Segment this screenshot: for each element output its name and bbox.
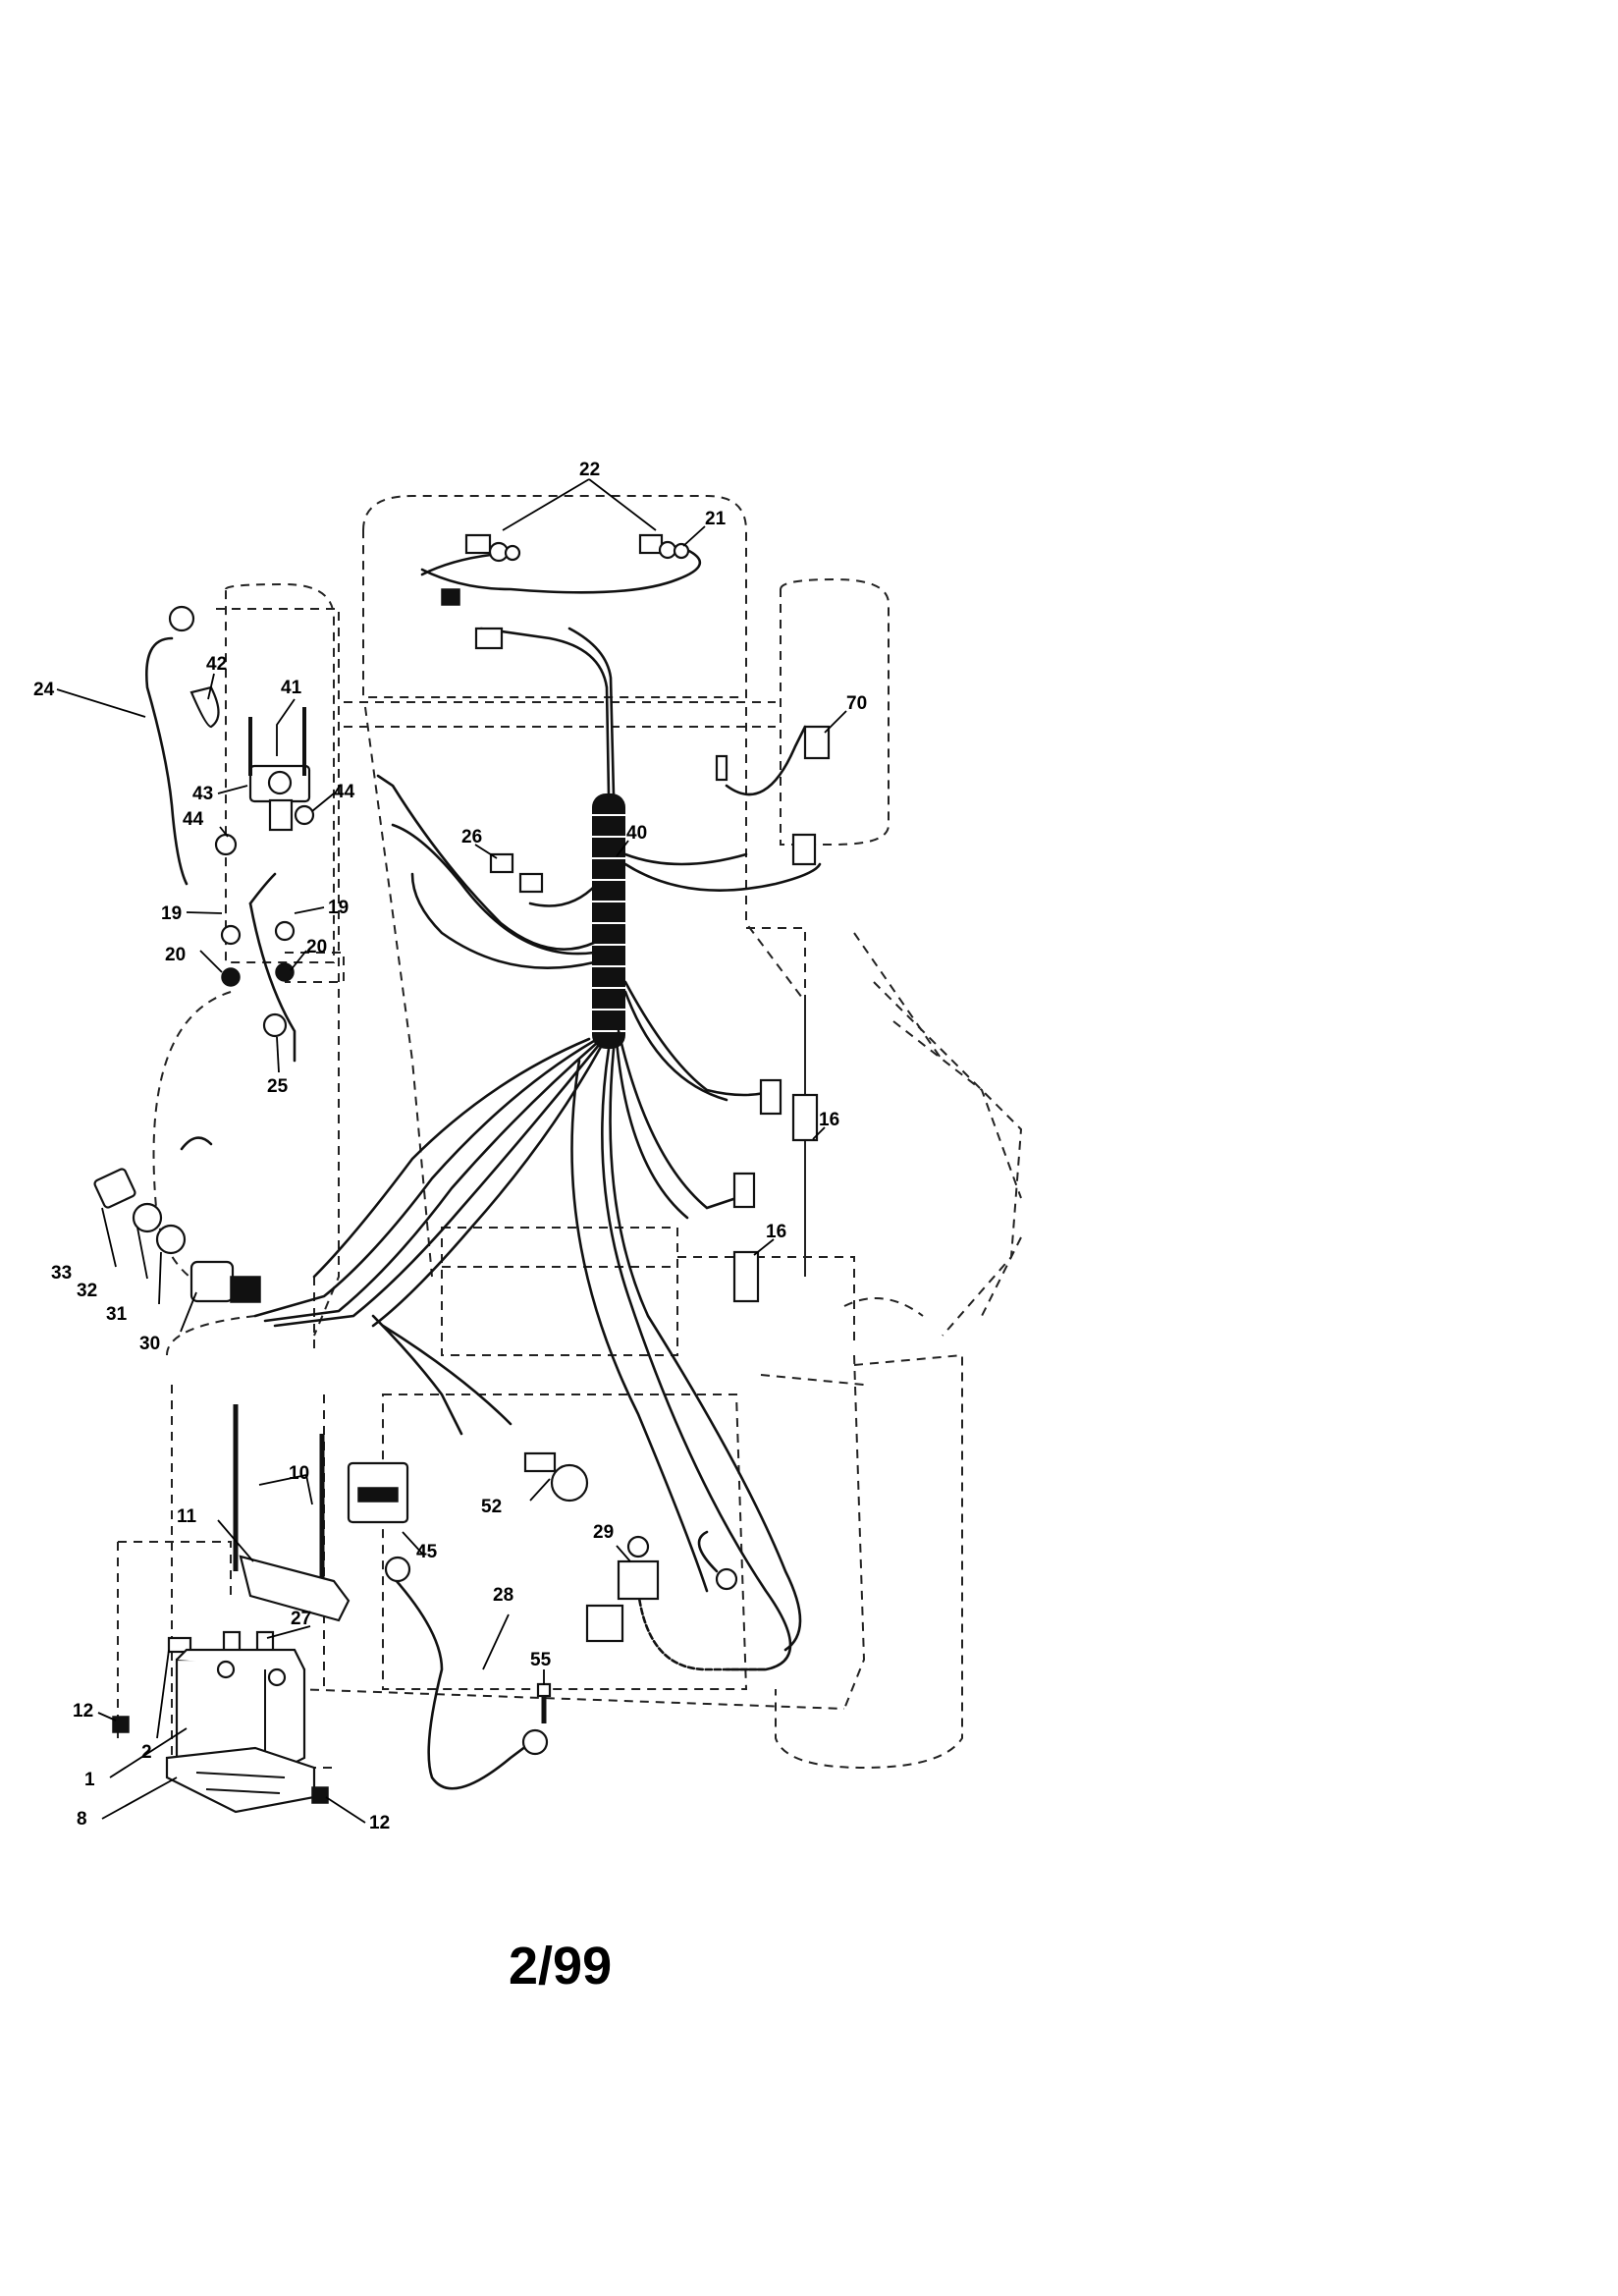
callout-44-right: 44 (334, 782, 355, 802)
pin (715, 754, 728, 782)
headlight-right (638, 533, 690, 560)
callout-10: 10 (289, 1463, 309, 1484)
fuse-26b (518, 872, 544, 894)
nut-20b (275, 962, 295, 982)
callout-12-right: 12 (369, 1813, 390, 1833)
terminal-25 (262, 1012, 288, 1038)
callout-21: 21 (705, 509, 727, 529)
ignition-switch (93, 1168, 261, 1303)
solenoid-29 (617, 1559, 660, 1601)
callout-29: 29 (593, 1522, 614, 1543)
nut-12a (112, 1716, 130, 1733)
callout-19-left: 19 (161, 903, 182, 924)
callout-20-right: 20 (306, 937, 327, 957)
callout-45: 45 (416, 1542, 438, 1562)
washer-19a (220, 924, 242, 946)
callout-41: 41 (281, 678, 302, 698)
connector-52 (523, 1451, 557, 1473)
connector-b (474, 627, 504, 650)
loop-52 (550, 1463, 589, 1503)
callout-55: 55 (530, 1650, 552, 1670)
terminal-24 (168, 605, 195, 632)
callout-44-left: 44 (183, 809, 204, 830)
bolt-55-head (536, 1682, 552, 1698)
nut-44a (214, 833, 238, 856)
callout-52: 52 (481, 1497, 502, 1517)
callout-31: 31 (106, 1304, 128, 1325)
callout-8: 8 (77, 1809, 87, 1830)
callout-19-right: 19 (328, 898, 349, 918)
callout-32: 32 (77, 1281, 97, 1301)
connector-a (441, 588, 460, 606)
connector-29b (585, 1604, 624, 1643)
washer-19b (274, 920, 296, 942)
callout-33: 33 (51, 1263, 72, 1284)
terminal-right (715, 1567, 738, 1591)
plug-b (732, 1172, 756, 1209)
switch-16b (732, 1250, 760, 1303)
hold-down-11 (239, 1555, 351, 1622)
switch-70b (791, 833, 817, 866)
callout-30: 30 (139, 1334, 160, 1354)
callout-43: 43 (192, 784, 213, 804)
plug-a (759, 1078, 782, 1116)
callout-16-lower: 16 (766, 1222, 786, 1242)
callout-42: 42 (206, 654, 227, 675)
terminal-28a (384, 1556, 411, 1583)
callout-26: 26 (461, 827, 482, 847)
parts (93, 533, 831, 1814)
callout-25: 25 (267, 1076, 289, 1097)
callout-20-left: 20 (165, 945, 186, 965)
callout-27: 27 (291, 1609, 311, 1629)
callout-28: 28 (493, 1585, 513, 1606)
callout-2: 2 (141, 1742, 152, 1763)
callout-labels: 22 21 70 24 42 41 43 44 44 26 40 19 19 2… (33, 460, 867, 1833)
date-code: 2/99 (509, 1937, 612, 1995)
callout-22: 22 (579, 460, 600, 480)
terminal-28b (521, 1728, 549, 1756)
nut-20a (221, 967, 241, 987)
callout-12-left: 12 (73, 1701, 93, 1722)
callout-40: 40 (626, 823, 647, 844)
callout-24: 24 (33, 680, 55, 700)
switch-16a (791, 1093, 819, 1142)
bolt-2 (167, 1636, 192, 1654)
leader-lines (56, 478, 847, 1824)
wiring-harness (145, 543, 822, 1790)
nut-44b (294, 804, 315, 826)
harness-loom (592, 793, 625, 1049)
nut-12b (311, 1786, 329, 1804)
solenoid-43 (248, 707, 311, 832)
callout-70: 70 (846, 693, 867, 714)
headlight-left (464, 533, 521, 563)
boot-42 (189, 685, 220, 729)
callout-11: 11 (177, 1506, 197, 1527)
callout-1: 1 (84, 1770, 95, 1790)
callout-16-upper: 16 (819, 1110, 839, 1130)
